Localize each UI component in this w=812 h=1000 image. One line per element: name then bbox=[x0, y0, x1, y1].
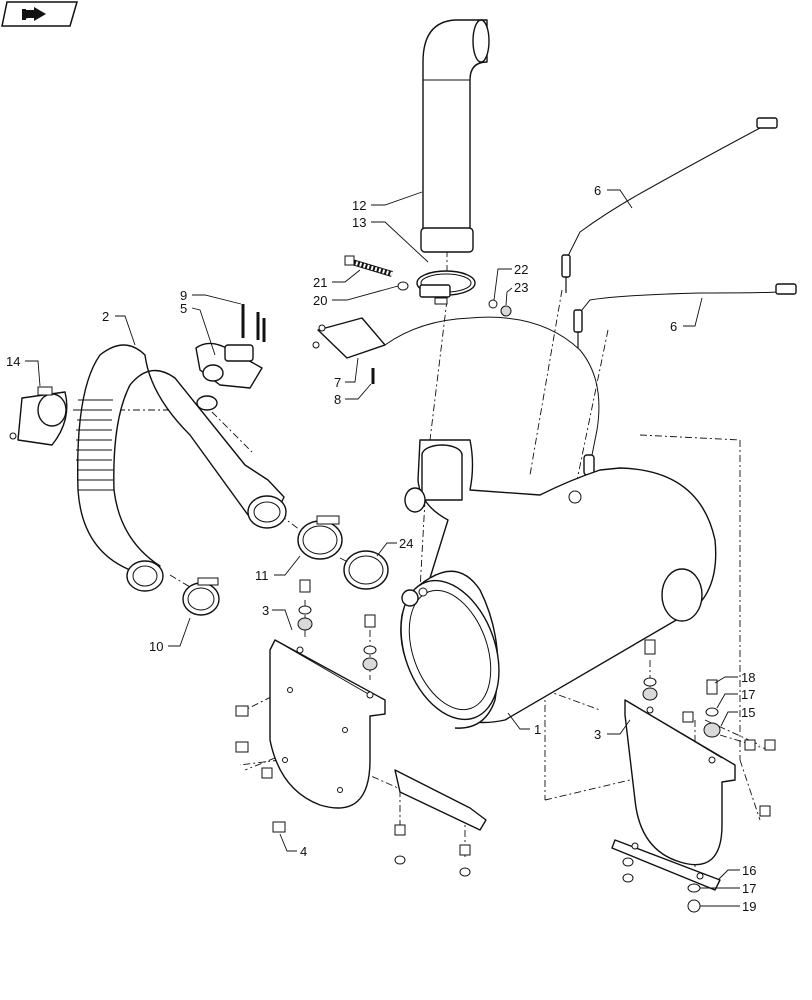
callout-9: 9 bbox=[180, 288, 187, 303]
callout-3-left: 3 bbox=[262, 603, 269, 618]
bolt-part-4 bbox=[272, 821, 286, 833]
callout-3-right: 3 bbox=[594, 727, 601, 742]
callout-11: 11 bbox=[255, 568, 269, 583]
washer-part-22 bbox=[488, 299, 498, 309]
callout-17-lower: 17 bbox=[742, 881, 756, 896]
callout-7: 7 bbox=[334, 375, 341, 390]
callout-15: 15 bbox=[741, 705, 755, 720]
callout-leaders bbox=[25, 189, 740, 907]
temperature-sensor-part-6b bbox=[573, 283, 797, 348]
nuts-plate-right bbox=[622, 857, 634, 883]
callout-16: 16 bbox=[742, 863, 756, 878]
corrugation-bellows bbox=[76, 399, 114, 491]
base-plate-part-16 bbox=[611, 839, 721, 891]
bolts-left-side bbox=[235, 705, 273, 779]
callout-19: 19 bbox=[742, 899, 756, 914]
sensor-cable bbox=[384, 316, 600, 498]
nut-part-19 bbox=[687, 899, 701, 913]
exhaust-pipe-part-2 bbox=[76, 344, 287, 592]
vband-clamp-part-11 bbox=[297, 515, 343, 560]
callout-23: 23 bbox=[514, 280, 528, 295]
bolt-part-18 bbox=[706, 679, 718, 695]
bolt-part-21 bbox=[344, 255, 393, 277]
hardware-stack-left-1 bbox=[297, 579, 313, 631]
callout-22: 22 bbox=[514, 262, 528, 277]
pipe-clamp-part-14 bbox=[9, 386, 68, 446]
nut-part-15 bbox=[703, 722, 721, 738]
band-clamp-part-13 bbox=[416, 270, 476, 305]
nav-button[interactable] bbox=[1, 1, 78, 27]
nut-part-23 bbox=[500, 305, 512, 317]
washer-part-17-lower bbox=[687, 883, 701, 893]
hand-pointing-right-icon bbox=[22, 7, 46, 21]
callout-14: 14 bbox=[6, 354, 20, 369]
gasket-part-24 bbox=[343, 550, 389, 590]
muffler-part-1 bbox=[400, 439, 717, 729]
sensor-bracket-part-7 bbox=[312, 317, 386, 359]
callout-20: 20 bbox=[313, 293, 327, 308]
callout-6-lower: 6 bbox=[670, 319, 677, 334]
mounting-bracket-part-3-left bbox=[269, 639, 386, 809]
valve-assembly-part-5 bbox=[195, 342, 263, 389]
callout-13: 13 bbox=[352, 215, 366, 230]
bolt-part-9 bbox=[241, 304, 266, 342]
callout-10: 10 bbox=[149, 639, 163, 654]
vband-clamp-part-10 bbox=[182, 577, 220, 616]
callout-1: 1 bbox=[534, 722, 541, 737]
washer-part-17-upper bbox=[705, 707, 719, 717]
callout-4: 4 bbox=[300, 844, 307, 859]
callout-labels: 12 13 22 21 23 20 6 6 9 5 2 14 7 8 24 11… bbox=[6, 183, 756, 914]
callout-2: 2 bbox=[102, 309, 109, 324]
shim-plate bbox=[394, 769, 487, 877]
mounting-bracket-part-3-right bbox=[624, 699, 736, 866]
exhaust-stack-part-12 bbox=[420, 19, 490, 253]
callout-8: 8 bbox=[334, 392, 341, 407]
hardware-stack-right bbox=[642, 639, 658, 701]
callout-24: 24 bbox=[399, 536, 413, 551]
callout-18: 18 bbox=[741, 670, 755, 685]
callout-21: 21 bbox=[313, 275, 327, 290]
callout-5: 5 bbox=[180, 301, 187, 316]
temperature-sensor-part-6a bbox=[561, 117, 778, 293]
callout-17-upper: 17 bbox=[741, 687, 755, 702]
washer-part-20 bbox=[397, 281, 409, 291]
bolts-right-side bbox=[682, 711, 776, 817]
hardware-stack-left-2 bbox=[362, 614, 378, 671]
callout-12: 12 bbox=[352, 198, 366, 213]
callout-6-upper: 6 bbox=[594, 183, 601, 198]
